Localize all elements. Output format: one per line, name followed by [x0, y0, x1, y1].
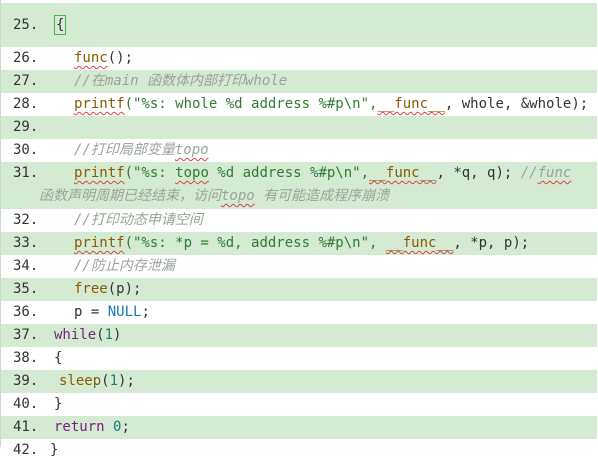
code-text: , *q, q);: [436, 165, 521, 181]
code-text: {: [54, 350, 63, 366]
code-line-34: 34. //防止内存泄漏: [1, 255, 597, 278]
function-call: printf: [74, 235, 125, 251]
code-line-27: 27. //在main 函数体内部打印whole: [1, 70, 597, 93]
code-line-29: 29.: [1, 116, 597, 139]
number-literal: 0: [113, 419, 122, 435]
line-number: 28.: [13, 96, 39, 112]
code-text: ): [113, 327, 122, 343]
function-call: sleep: [59, 373, 102, 389]
function-call: func: [74, 50, 108, 66]
code-text: }: [54, 396, 63, 412]
string-literal-word: topo: [175, 165, 209, 181]
line-number: 42.: [13, 442, 39, 458]
code-text: );: [118, 373, 135, 389]
line-number: 37.: [13, 327, 39, 343]
null-constant: NULL: [107, 304, 142, 320]
code-text: }: [50, 442, 59, 458]
line-number: 33.: [13, 235, 39, 251]
code-comment-wrapped: 有可能造成程序崩溃: [254, 188, 390, 204]
code-comment-wrapped: 函数声明周期已经结束，访问: [39, 188, 221, 204]
number-literal: 1: [104, 327, 114, 343]
code-line-33: 33.printf("%s: *p = %d, address %#p\n", …: [1, 232, 597, 255]
function-call: free: [74, 281, 108, 297]
keyword: return: [54, 419, 105, 435]
code-comment-word: topo: [221, 188, 255, 204]
code-comment: //在main 函数体内部打印whole: [74, 73, 288, 89]
code-text: , whole, &whole);: [444, 96, 589, 112]
code-line-30: 30. //打印局部变量topo: [1, 139, 597, 162]
string-literal: %d address %#p\n",: [208, 165, 370, 181]
code-text: ;: [141, 304, 150, 320]
code-line-41: 41. return 0;: [1, 416, 597, 439]
line-number: 36.: [13, 304, 39, 320]
string-literal: ("%s:: [124, 165, 176, 181]
line-number: 41.: [13, 419, 39, 435]
code-line-31: 31. printf("%s: topo %d address %#p\n",__…: [1, 162, 597, 209]
code-line-40: 40.}: [1, 393, 597, 416]
function-call: printf: [74, 165, 125, 181]
func-macro: __func__: [377, 96, 445, 112]
code-line-35: 35. free(p);: [1, 278, 597, 301]
line-number: 35.: [13, 281, 39, 297]
line-number: 30.: [13, 142, 39, 158]
string-literal: ("%s: *p = %d, address %#p\n",: [124, 235, 386, 251]
code-text: (p);: [107, 281, 142, 297]
code-comment: //打印动态申请空间: [74, 212, 203, 228]
text-cursor-brace[interactable]: {: [54, 15, 67, 35]
code-comment-word: topo: [174, 142, 209, 158]
code-line-36: 36. p = NULL;: [1, 301, 597, 324]
function-call: printf: [74, 96, 125, 112]
line-number: 39.: [13, 373, 39, 389]
code-line-38: 38. {: [1, 347, 597, 370]
line-number: 38.: [13, 350, 39, 366]
code-text: ();: [107, 50, 134, 66]
code-comment: //防止内存泄漏: [74, 258, 175, 274]
line-number: 40.: [13, 396, 39, 412]
code-comment-word: func: [537, 165, 572, 181]
number-literal: 1: [109, 373, 119, 389]
line-number: 32.: [13, 212, 39, 228]
keyword: while: [54, 327, 97, 343]
line-number: 25.: [13, 17, 39, 33]
func-macro: __func__: [385, 235, 454, 251]
code-text: (: [101, 373, 110, 389]
func-macro: __func__: [369, 165, 437, 181]
code-comment: //打印局部变量: [74, 142, 175, 158]
string-literal: ("%s: whole %d address %#p\n",: [124, 96, 378, 112]
code-line-26: 26. func();: [1, 47, 597, 70]
code-line-42: 42.}: [1, 439, 597, 462]
code-text: ;: [121, 419, 130, 435]
code-comment: //: [520, 165, 538, 181]
code-line-39: 39. sleep(1);: [1, 370, 597, 393]
code-line-32: 32. //打印动态申请空间: [1, 209, 597, 232]
code-line-37: 37. while(1): [1, 324, 597, 347]
code-line-25: 25. {: [1, 3, 597, 47]
line-number: 26.: [13, 50, 39, 66]
line-number: 29.: [13, 119, 39, 135]
code-line-28: 28. printf("%s: whole %d address %#p\n",_…: [1, 93, 597, 116]
line-number: 34.: [13, 258, 39, 274]
code-text: , *p, p);: [453, 235, 530, 251]
code-text: p =: [74, 304, 108, 320]
code-text: (: [96, 327, 105, 343]
line-number: 31.: [13, 165, 39, 181]
line-number: 27.: [13, 73, 39, 89]
